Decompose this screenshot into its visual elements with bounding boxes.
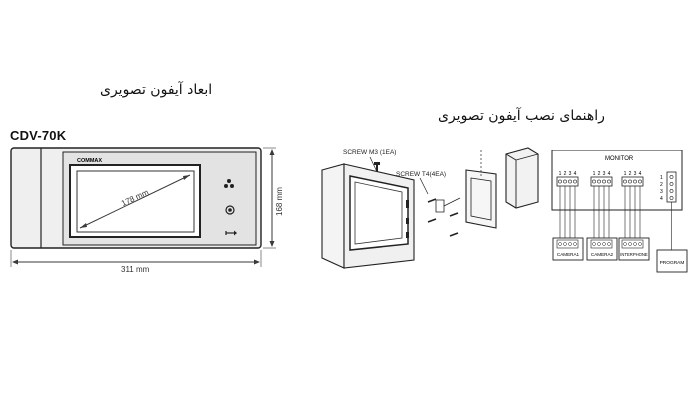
svg-text:3: 3 [634, 171, 637, 177]
svg-text:INTERPHONE: INTERPHONE [620, 252, 648, 257]
svg-text:3: 3 [660, 189, 663, 195]
installation-title: راهنمای نصب آیفون تصویری [438, 108, 605, 124]
wiring-diagram: MONITOR 1 2 3 4 1 2 3 4 1 2 3 4 [551, 150, 688, 273]
svg-text:CAMERA2: CAMERA2 [591, 252, 614, 257]
width-label: 311 mm [121, 265, 150, 274]
dimensions-drawing: COMMAX 178 mm 168 mm 311 mm [10, 147, 284, 274]
svg-text:4: 4 [574, 171, 577, 177]
svg-text:1: 1 [624, 171, 627, 177]
wire-connector [435, 197, 461, 213]
program-box: PROGRAM [656, 249, 688, 273]
screw-t4-label: SCREW T4(4EA) [396, 171, 446, 178]
svg-text:1: 1 [660, 175, 663, 181]
dimensions-title: ابعاد آیفون تصویری [100, 82, 213, 98]
monitor-label: MONITOR [605, 156, 634, 162]
svg-text:1: 1 [559, 171, 562, 177]
svg-text:1: 1 [593, 171, 596, 177]
persons-icon [224, 179, 234, 188]
camera1-box: CAMERA1 [552, 237, 584, 261]
circle-button-icon [225, 205, 235, 215]
installation-drawing: SCREW M3 (1EA) SCREW T4(4EA) [321, 147, 539, 269]
interphone-box: INTERPHONE [618, 237, 650, 261]
svg-text:4: 4 [660, 196, 663, 202]
svg-text:2: 2 [598, 171, 601, 177]
svg-text:CAMERA1: CAMERA1 [557, 252, 580, 257]
svg-text:4: 4 [608, 171, 611, 177]
arrow-icon [225, 230, 237, 236]
svg-text:4: 4 [639, 171, 642, 177]
camera2-box: CAMERA2 [586, 237, 618, 261]
svg-text:3: 3 [569, 171, 572, 177]
svg-text:2: 2 [629, 171, 632, 177]
svg-text:2: 2 [564, 171, 567, 177]
wires [559, 186, 672, 250]
svg-text:3: 3 [603, 171, 606, 177]
terminal-group-2: 1 2 3 4 [590, 171, 613, 187]
terminal-group-1: 1 2 3 4 [556, 171, 579, 187]
screw-m3-label: SCREW M3 (1EA) [343, 149, 396, 156]
model-name: CDV-70K [10, 128, 67, 143]
diagonal-dimension-line [79, 174, 191, 229]
side-terminal: 1 2 3 4 [660, 171, 677, 203]
monitor-unit [321, 163, 415, 269]
brand-label: COMMAX [77, 158, 102, 164]
svg-text:PROGRAM: PROGRAM [660, 260, 685, 266]
screws-t4 [427, 198, 459, 237]
svg-text:2: 2 [660, 182, 663, 188]
wall-box [505, 147, 539, 209]
terminal-group-3: 1 2 3 4 [621, 171, 644, 187]
wall-bracket [465, 150, 497, 229]
height-label: 168 mm [275, 187, 284, 216]
